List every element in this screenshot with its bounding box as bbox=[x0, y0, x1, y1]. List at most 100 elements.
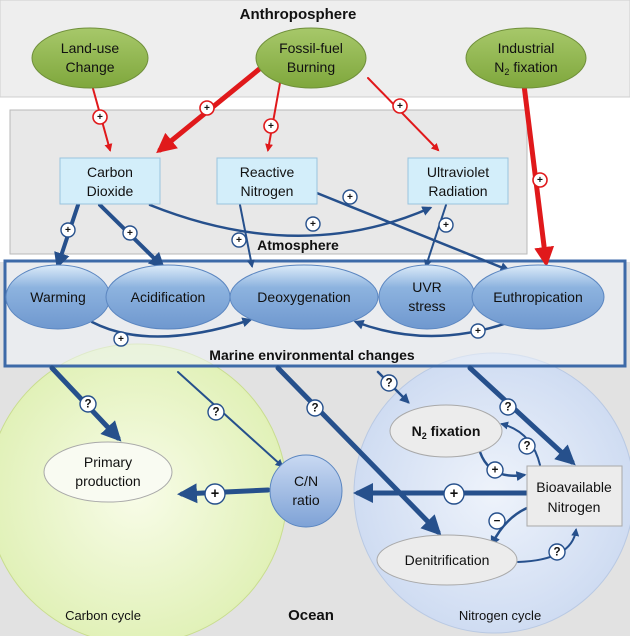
acidification-label: Acidification bbox=[131, 289, 206, 305]
node-reactive-nitrogen: Reactive Nitrogen bbox=[216, 157, 318, 205]
arrow-acidification-to-cn-ratio bbox=[177, 371, 284, 468]
badge-co2-warming: + bbox=[60, 222, 76, 238]
badge-bion-cn: + bbox=[443, 483, 465, 505]
warming-label: Warming bbox=[30, 289, 86, 305]
badge-n2-bion-symbol: + bbox=[492, 463, 499, 476]
badge-reactive-n-euth-symbol: + bbox=[347, 192, 353, 203]
badge-warming-deoxy-symbol: + bbox=[118, 334, 124, 345]
badge-co2-warming-symbol: + bbox=[65, 225, 71, 236]
badge-fossil-uv-symbol: + bbox=[397, 101, 403, 112]
node-carbon-dioxide: Carbon Dioxide bbox=[59, 157, 161, 205]
node-cn-ratio: C/N ratio bbox=[269, 454, 343, 528]
arrow-fossil-to-uv bbox=[367, 77, 440, 152]
co2-line1: Carbon bbox=[87, 164, 133, 180]
arrow-fossil-to-reactive-n bbox=[265, 82, 281, 152]
badge-industrial-euth: + bbox=[532, 172, 548, 188]
badge-bion-denit: − bbox=[488, 512, 506, 530]
badge-euth-bion: ? bbox=[499, 398, 517, 416]
node-uvr-stress: UVR stress bbox=[378, 264, 476, 330]
fossil-fuel-line1: Fossil-fuel bbox=[279, 40, 343, 56]
node-deoxygenation: Deoxygenation bbox=[229, 264, 379, 330]
arrow-reactive-n-to-deoxygenation bbox=[239, 204, 255, 268]
node-denitrification: Denitrification bbox=[376, 534, 518, 586]
badge-acid-cn-symbol: ? bbox=[212, 405, 219, 418]
badge-deoxy-denit: ? bbox=[306, 399, 324, 417]
badge-reactive-n-euth: + bbox=[342, 189, 358, 205]
co2-line2: Dioxide bbox=[87, 183, 134, 199]
nitrogen-cycle-label: Nitrogen cycle bbox=[459, 608, 541, 623]
arrow-uv-to-uvr-stress bbox=[424, 204, 447, 268]
industrial-line1: Industrial bbox=[498, 40, 555, 56]
badge-reactive-n-deoxy-symbol: + bbox=[236, 235, 242, 246]
badge-uvr-n2-symbol: ? bbox=[385, 376, 392, 389]
marine-changes-label: Marine environmental changes bbox=[209, 347, 415, 363]
arrow-warming-to-deoxygenation bbox=[90, 317, 253, 338]
node-land-use-change: Land-use Change bbox=[31, 27, 149, 89]
fossil-fuel-line2: Burning bbox=[287, 59, 335, 75]
badge-acid-cn: ? bbox=[207, 403, 225, 421]
badge-fossil-reactive-n: + bbox=[263, 118, 279, 134]
anthroposphere-label: Anthroposphere bbox=[240, 6, 357, 23]
badge-bion-denit-symbol: − bbox=[494, 514, 501, 527]
cn-ratio-line2: ratio bbox=[292, 492, 319, 508]
arrow-deoxygenation-to-denitrification bbox=[275, 365, 442, 536]
node-primary-production: Primary production bbox=[43, 441, 173, 503]
node-industrial-n2-fixation: Industrial N2 fixation bbox=[465, 27, 587, 89]
node-n2-fixation: N2 fixation bbox=[389, 404, 503, 458]
arrow-bioavailable-n-to-denitrification bbox=[490, 506, 529, 547]
badge-n2-bion: + bbox=[486, 461, 504, 479]
badge-warming-pp-symbol: ? bbox=[84, 397, 91, 410]
bioavailable-line1: Bioavailable bbox=[536, 479, 612, 495]
arrow-co2-to-uv bbox=[148, 203, 433, 237]
carbon-cycle-label: Carbon cycle bbox=[65, 608, 141, 623]
badge-co2-acid-symbol: + bbox=[127, 228, 133, 239]
node-fossil-fuel-burning: Fossil-fuel Burning bbox=[255, 27, 367, 89]
badge-warming-pp: ? bbox=[79, 395, 97, 413]
badge-landuse-co2-symbol: + bbox=[97, 112, 103, 123]
cn-ratio-line1: C/N bbox=[294, 473, 318, 489]
n2-fixation-word: fixation bbox=[427, 423, 481, 439]
badge-denit-bion-symbol: ? bbox=[553, 545, 560, 558]
atmosphere-label: Atmosphere bbox=[257, 237, 339, 253]
badge-cn-pp: + bbox=[204, 483, 226, 505]
n2-fixation-label: N2 fixation bbox=[412, 423, 481, 441]
industrial-n: N bbox=[494, 59, 504, 75]
badge-denit-bion: ? bbox=[548, 543, 566, 561]
land-use-line1: Land-use bbox=[61, 40, 120, 56]
primary-production-line1: Primary bbox=[84, 454, 132, 470]
badge-reactive-n-deoxy: + bbox=[231, 232, 247, 248]
uv-line2: Radiation bbox=[428, 183, 487, 199]
deoxygenation-label: Deoxygenation bbox=[257, 289, 350, 305]
reactive-n-line1: Reactive bbox=[240, 164, 295, 180]
bioavailable-line2: Nitrogen bbox=[548, 499, 601, 515]
industrial-fixation: fixation bbox=[509, 59, 557, 75]
badge-co2-acid: + bbox=[122, 225, 138, 241]
badge-fossil-reactive-n-symbol: + bbox=[268, 121, 274, 132]
badge-co2-uv-symbol: + bbox=[310, 219, 316, 230]
uv-line1: Ultraviolet bbox=[427, 164, 489, 180]
arrow-reactive-n-to-euthropication bbox=[290, 181, 511, 272]
arrow-euthropication-to-bioavailable-n bbox=[467, 365, 576, 466]
badge-industrial-euth-symbol: + bbox=[537, 175, 543, 186]
industrial-line2: N2 fixation bbox=[494, 59, 557, 77]
uvr-line2: stress bbox=[408, 298, 445, 314]
euthropication-label: Euthropication bbox=[493, 289, 583, 305]
badge-euth-deoxy: + bbox=[470, 323, 486, 339]
badge-uvr-n2: ? bbox=[380, 374, 398, 392]
node-acidification: Acidification bbox=[105, 264, 231, 330]
badge-bion-n2-symbol: ? bbox=[523, 439, 530, 452]
industrial-subscript: 2 bbox=[504, 67, 509, 77]
badge-bion-n2: ? bbox=[518, 437, 536, 455]
node-ultraviolet-radiation: Ultraviolet Radiation bbox=[407, 157, 509, 205]
badge-euth-bion-symbol: ? bbox=[504, 400, 511, 413]
badge-fossil-co2: + bbox=[199, 100, 215, 116]
node-bioavailable-nitrogen: Bioavailable Nitrogen bbox=[526, 465, 623, 527]
node-euthropication: Euthropication bbox=[471, 264, 605, 330]
badge-bion-cn-symbol: + bbox=[450, 486, 458, 502]
badge-uv-uvr-symbol: + bbox=[443, 220, 449, 231]
uvr-line1: UVR bbox=[412, 279, 442, 295]
badge-fossil-uv: + bbox=[392, 98, 408, 114]
primary-production-line2: production bbox=[75, 473, 140, 489]
ocean-label: Ocean bbox=[288, 607, 334, 624]
